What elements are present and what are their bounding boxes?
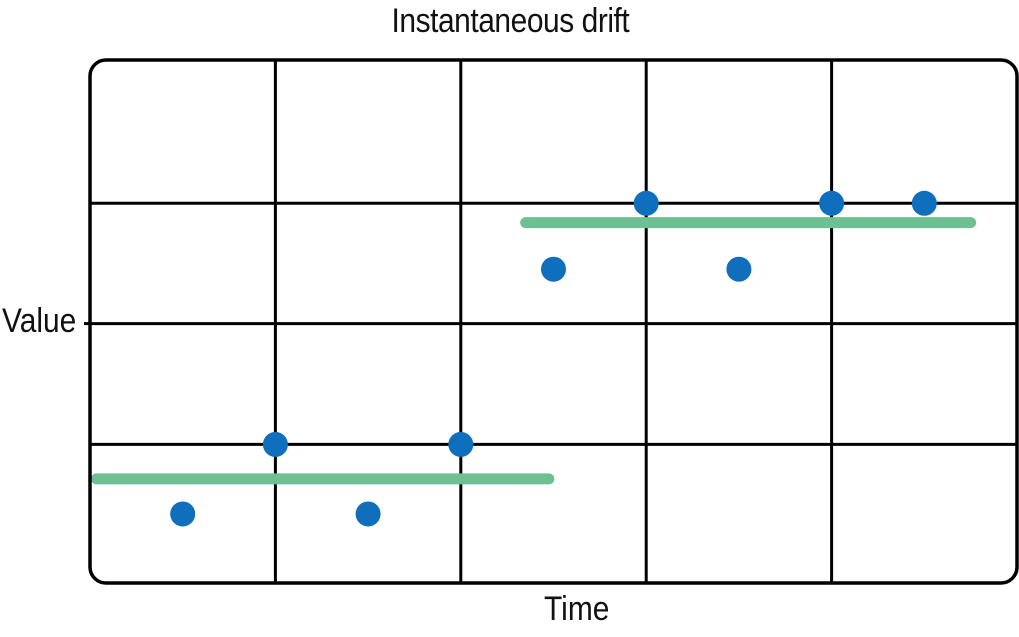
data-point-1 <box>170 501 196 527</box>
data-point-6 <box>633 190 659 216</box>
mean-line-layer <box>90 217 977 485</box>
x-axis-label: Time <box>544 590 610 628</box>
plot-frame <box>88 58 1019 585</box>
data-point-layer <box>170 190 937 527</box>
y-axis-label: Value <box>2 302 77 340</box>
data-point-7 <box>726 256 752 282</box>
data-point-5 <box>541 256 566 282</box>
chart-title: Instantaneous drift <box>391 2 630 40</box>
data-point-3 <box>355 501 381 527</box>
grid-layer <box>84 60 1017 583</box>
data-point-8 <box>819 190 845 216</box>
data-point-2 <box>262 431 288 457</box>
data-point-4 <box>448 431 474 457</box>
data-point-9 <box>911 190 937 216</box>
